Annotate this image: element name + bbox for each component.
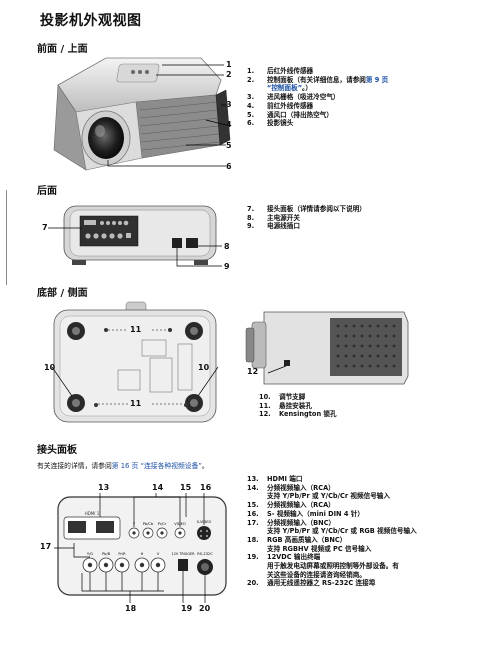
list-item: 8.主电源开关 [247, 213, 300, 222]
projector-side-illustration [245, 311, 409, 385]
callout-10-left: 10 [44, 363, 56, 372]
label-bnc-h: H [141, 552, 144, 556]
list-item: 支持 RGBHV 视频或 PC 信号输入 [267, 544, 372, 553]
list-item: 1.后红外线传感器 [247, 67, 314, 75]
rear-parts-list: 7.接头面板（详情请参阅以下说明） 8.主电源开关 9.电源线插口 [247, 205, 366, 231]
front-parts-list: 1.后红外线传感器 2.控制面板（有关详细信息，请参阅第 9 页 “控制面板”。… [247, 67, 388, 128]
section-heading-rear: 后面 [37, 186, 57, 197]
list-item: 10.调节支脚 [259, 393, 306, 401]
list-item: 15.分频视频输入（RCA） [247, 501, 335, 510]
connector-panel-illustration: HDMI 1 Y Pb/Cb Pr/Cr VIDEO S-VIDEO Y/G P… [54, 493, 227, 603]
list-item: 19.12VDC 输出终端 [247, 553, 321, 562]
list-item: 12.Kensington 锁孔 [259, 410, 337, 419]
label-bnc-pr: Pr/R [118, 552, 126, 556]
label-trigger: 12V TRIGGER [172, 552, 196, 556]
callout-12: 12 [247, 367, 259, 376]
list-item: 20.通用无线遥控器之 RS-232C 连接埠 [247, 579, 376, 588]
callout-2: 2 [226, 70, 232, 79]
callout-10-right: 10 [198, 363, 210, 372]
list-item: 4.前红外线传感器 [247, 101, 314, 110]
panel-parts-list: 13.HDMI 端口 14.分频视频输入（RCA） 支持 Y/Pb/Pr 或 Y… [247, 475, 417, 588]
page-link[interactable]: 第 9 页 [365, 75, 389, 84]
callout-15: 15 [180, 483, 192, 492]
list-item: 14.分频视频输入（RCA） [247, 483, 335, 492]
page-link[interactable]: 第 16 页 “连接各种视频设备” [111, 462, 202, 470]
callout-16: 16 [200, 483, 212, 492]
list-item: 用于触发电动屏幕或照明控制等外部设备。有 [267, 562, 399, 571]
list-item: 18.RGB 高画质输入（BNC） [247, 535, 347, 544]
callout-9: 9 [224, 262, 230, 271]
list-item: 17.分频视频输入（BNC） [247, 518, 336, 527]
page-link[interactable]: “控制面板” [267, 84, 303, 93]
projector-rear-illustration [48, 205, 222, 267]
section-heading-bottom: 底部 / 侧面 [37, 288, 88, 299]
list-item: 支持 Y/Pb/Pr 或 Y/Cb/Cr 或 RGB 视频信号输入 [267, 527, 417, 536]
callout-8: 8 [224, 242, 230, 251]
callout-5: 5 [226, 141, 232, 150]
list-item: 16.S- 视频输入（mini DIN 4 针） [247, 509, 364, 518]
callout-1: 1 [226, 60, 232, 69]
label-hdmi: HDMI 1 [85, 511, 100, 516]
list-item: 11.悬挂安装孔 [259, 401, 312, 410]
list-item: 3.进风栅格（吸进冷空气） [247, 93, 340, 102]
projector-bottom-illustration [51, 301, 219, 423]
callout-18: 18 [125, 604, 137, 613]
callout-20: 20 [199, 604, 211, 613]
label-rca-pr: Pr/Cr [158, 522, 167, 526]
callout-19: 19 [181, 604, 193, 613]
callout-11-bottom: 11 [130, 399, 142, 408]
panel-intro: 有关连接的详情，请参阅第 16 页 “连接各种视频设备”。 [37, 462, 209, 470]
callout-4: 4 [226, 120, 232, 129]
page-title: 投影机外观视图 [40, 13, 142, 29]
section-heading-panel: 接头面板 [37, 445, 77, 456]
list-item: 13.HDMI 端口 [247, 475, 303, 483]
label-bnc-y: Y/G [87, 552, 93, 556]
list-item: 7.接头面板（详情请参阅以下说明） [247, 205, 366, 213]
list-item: 关这些设备的连接请咨询经销商。 [267, 570, 366, 579]
callout-7: 7 [42, 223, 48, 232]
margin-rule [6, 190, 8, 285]
label-bnc-pb: Pb/B [102, 552, 111, 556]
label-rca-y: Y [133, 522, 136, 526]
callout-17: 17 [40, 542, 52, 551]
list-item: “控制面板”。） [267, 84, 312, 93]
list-item: 9.电源线插口 [247, 222, 300, 231]
callout-3: 3 [226, 100, 232, 109]
callout-14: 14 [152, 483, 164, 492]
bottom-parts-list: 10.调节支脚 11.悬挂安装孔 12.Kensington 锁孔 [259, 393, 337, 419]
label-rca-pb: Pb/Cb [143, 522, 154, 526]
list-item: 2.控制面板（有关详细信息，请参阅第 9 页 [247, 75, 389, 84]
callout-11-top: 11 [130, 325, 142, 334]
projector-front-illustration [53, 57, 231, 171]
label-bnc-v: V [157, 552, 160, 556]
list-item: 支持 Y/Pb/Pr 或 Y/Cb/Cr 视频信号输入 [267, 492, 390, 501]
section-heading-front: 前面 / 上面 [37, 44, 88, 55]
list-item: 5.通风口（排出热空气） [247, 110, 333, 119]
list-item: 6.投影镜头 [247, 119, 294, 128]
label-rs232: RS-232C [197, 552, 213, 556]
callout-13: 13 [98, 483, 110, 492]
callout-6: 6 [226, 162, 232, 171]
